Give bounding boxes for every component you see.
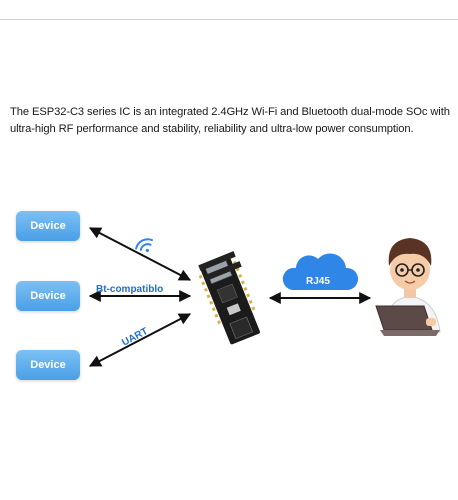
uart-link-arrow xyxy=(88,313,192,367)
description-text: The ESP32-C3 series IC is an integrated … xyxy=(10,106,450,135)
cloud-icon xyxy=(282,253,359,290)
bluetooth-label: Bt-compatiblo xyxy=(96,284,163,295)
top-divider xyxy=(0,19,458,20)
device-box-2: Device xyxy=(16,281,80,311)
uart-label: UART xyxy=(120,326,150,349)
cloud-label: RJ45 xyxy=(306,276,330,287)
wifi-link-arrow xyxy=(88,227,192,281)
wifi-icon xyxy=(135,238,154,253)
device-box-1: Device xyxy=(16,211,80,241)
device-box-3: Device xyxy=(16,350,80,380)
pin-header-strips xyxy=(198,251,242,281)
laptop-icon xyxy=(375,305,440,336)
